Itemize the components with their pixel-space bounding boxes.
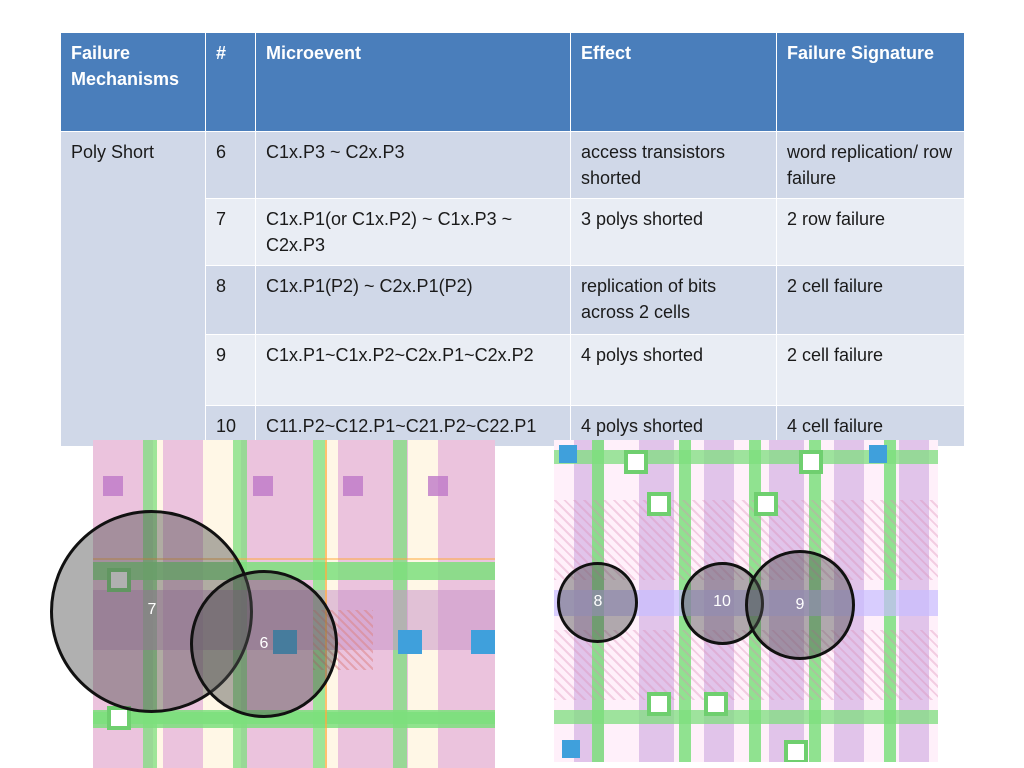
header-failure-signature: Failure Signature [776, 32, 965, 132]
contact-outline [647, 492, 671, 516]
row-microevent: C1x.P1(or C1x.P2) ~ C1x.P3 ~ C2x.P3 [255, 198, 571, 266]
contact-outline [647, 692, 671, 716]
failure-table: Failure Mechanisms # Microevent Effect F… [60, 32, 965, 447]
table-row: Poly Short 6 C1x.P3 ~ C2x.P3 access tran… [60, 131, 965, 447]
table-row: 8 C1x.P1(P2) ~ C2x.P1(P2) replication of… [61, 265, 965, 335]
poly-row [93, 712, 495, 728]
row-signature: word replication/ row failure [776, 131, 965, 199]
row-signature: 2 cell failure [776, 334, 965, 406]
contact-outline [784, 740, 808, 762]
row-signature: 2 row failure [776, 198, 965, 266]
guide-line [93, 558, 495, 560]
contact [103, 476, 123, 496]
header-microevent: Microevent [255, 32, 571, 132]
defect-label-10: 10 [713, 593, 731, 610]
table-row: 7 C1x.P1(or C1x.P2) ~ C1x.P3 ~ C2x.P3 3 … [61, 198, 965, 266]
row-microevent: C1x.P1(P2) ~ C2x.P1(P2) [255, 265, 571, 335]
contact [562, 740, 580, 758]
poly-row [554, 450, 938, 464]
defect-label-8: 8 [593, 593, 603, 610]
contact [869, 445, 887, 463]
row-number: 9 [205, 334, 256, 406]
row-effect: 4 polys shorted [570, 334, 777, 406]
contact-outline [624, 450, 648, 474]
contact [559, 445, 577, 463]
row-signature: 2 cell failure [776, 265, 965, 335]
contact [428, 476, 448, 496]
row-effect: 3 polys shorted [570, 198, 777, 266]
header-number: # [205, 32, 256, 132]
contact-outline [799, 450, 823, 474]
row-effect: replication of bits across 2 cells [570, 265, 777, 335]
mechanism-cell: Poly Short [60, 131, 206, 447]
header-effect: Effect [570, 32, 777, 132]
row-number: 8 [205, 265, 256, 335]
contact-outline [754, 492, 778, 516]
contact [398, 630, 422, 654]
defect-label-9: 9 [795, 596, 805, 613]
contact-outline [704, 692, 728, 716]
row-microevent: C1x.P3 ~ C2x.P3 [255, 131, 571, 199]
defect-label-6: 6 [259, 635, 269, 652]
defect-circle-6 [190, 570, 338, 718]
contact [253, 476, 273, 496]
hatched-region [554, 630, 938, 700]
contact [343, 476, 363, 496]
table-header-row: Failure Mechanisms # Microevent Effect F… [60, 32, 965, 132]
row-number: 6 [205, 131, 256, 199]
row-effect: access transistors shorted [570, 131, 777, 199]
table-row: 9 C1x.P1~C1x.P2~C2x.P1~C2x.P2 4 polys sh… [61, 334, 965, 406]
contact [471, 630, 495, 654]
row-number: 7 [205, 198, 256, 266]
defect-circle-8 [557, 562, 638, 643]
header-failure-mechanisms: Failure Mechanisms [60, 32, 206, 132]
poly-row [554, 710, 938, 724]
defect-circle-9 [745, 550, 855, 660]
row-microevent: C1x.P1~C1x.P2~C2x.P1~C2x.P2 [255, 334, 571, 406]
defect-label-7: 7 [147, 601, 157, 618]
